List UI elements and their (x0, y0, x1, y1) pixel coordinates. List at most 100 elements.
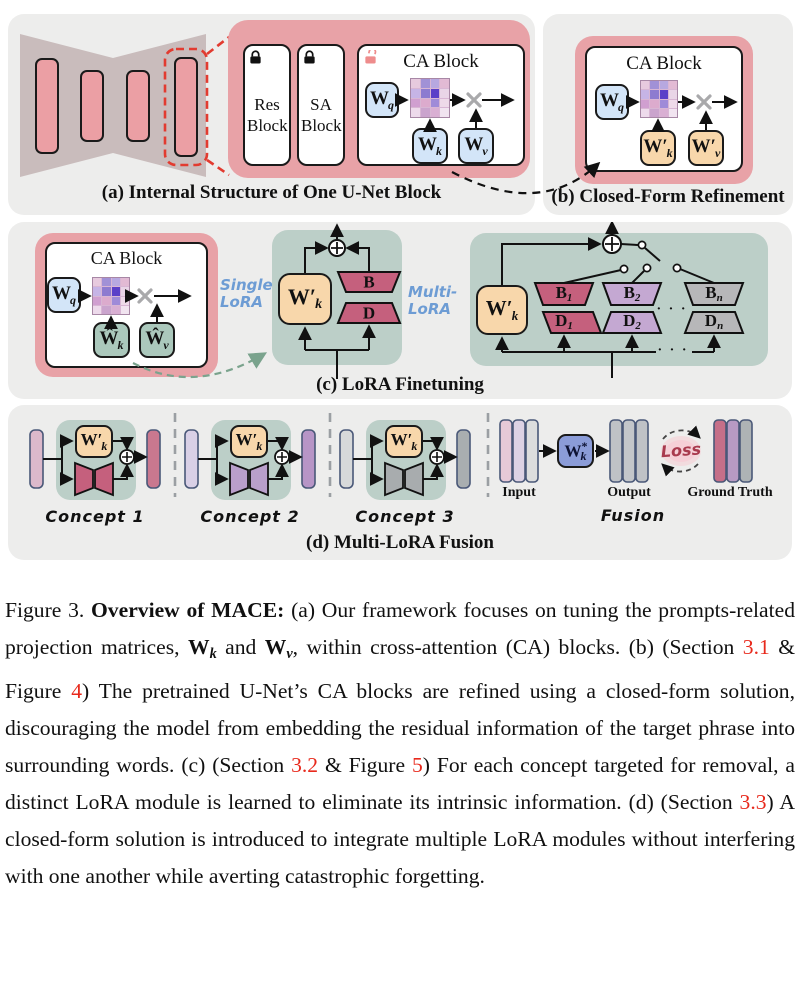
attention-cell (641, 81, 650, 90)
attention-cell (93, 305, 102, 314)
concept-3-label: Concept 3 (355, 507, 455, 526)
attention-cell (650, 108, 659, 117)
fusion-input-bars (499, 419, 539, 483)
bn-label: Bn (705, 282, 723, 305)
figure-caption: Figure 3. Overview of MACE: (a) Our fram… (0, 592, 800, 895)
wk-prime-label: W′k (485, 296, 519, 323)
attention-cell (430, 79, 440, 88)
wk-hat-label: Ŵk (99, 328, 124, 352)
attention-cell (668, 81, 677, 90)
sum-node (602, 234, 622, 254)
attention-cell (111, 278, 120, 287)
citation-link[interactable]: 3.2 (291, 752, 319, 777)
wq-label: Wq (600, 90, 624, 114)
wk-star-box: W*k (557, 434, 594, 468)
caption-segment: , within cross-attention (CA) blocks. (b… (292, 635, 743, 659)
concept-1-label: Concept 1 (45, 507, 145, 526)
b2-label: B2 (623, 282, 641, 305)
attention-cell (668, 90, 677, 99)
attention-cell (641, 99, 650, 108)
attention-cell (120, 287, 129, 296)
wk-label: Wk (418, 134, 442, 158)
citation-link[interactable]: 5 (411, 752, 423, 777)
attention-cell (93, 296, 102, 305)
dn-label: Dn (704, 310, 724, 333)
caption-segment: ) For each concept targeted for removal,… (5, 752, 795, 814)
attention-cell (440, 108, 449, 117)
panel-a-caption: (a) Internal Structure of One U-Net Bloc… (101, 182, 442, 203)
attention-cell (440, 98, 449, 108)
wv-prime-label: W′v (691, 136, 721, 160)
attention-cell (93, 278, 102, 287)
switch-contacts (619, 240, 682, 274)
attention-cell (440, 79, 449, 88)
panel-a: Res Block SA Block CA Block Wq Wk Wv (8, 14, 535, 215)
attention-cell (650, 99, 659, 108)
wk-prime-label: W′k (643, 136, 673, 160)
wv-prime-box: W′v (688, 130, 724, 166)
wk-prime-multi-box: W′k (476, 285, 528, 335)
res-block-label: Res Block (247, 95, 288, 136)
attention-cell (650, 81, 659, 90)
attention-cell (93, 287, 102, 296)
wk-prime-box: W′k (640, 130, 676, 166)
concept-wiring (43, 441, 610, 486)
attention-cell (102, 287, 111, 296)
b1-label: B1 (555, 282, 573, 305)
multi-lora-label: Multi-LoRA (408, 283, 458, 319)
output-label: Output (607, 485, 651, 500)
attention-cell (411, 88, 420, 98)
wk-prime-label: W′k (287, 283, 323, 313)
wk-box: Wk (412, 128, 448, 164)
caption-segment: & Figure (318, 752, 412, 777)
attention-cell (120, 296, 129, 305)
attention-cell (668, 99, 677, 108)
wq-box: Wq (595, 84, 629, 120)
attention-cell (420, 88, 430, 98)
attention-cell (420, 108, 430, 117)
ground-truth-bars (713, 419, 753, 483)
ellipsis: · · · (656, 302, 688, 317)
wk-hat-box: Ŵk (93, 322, 130, 358)
caption-segment: Figure 3. (5, 598, 92, 622)
caption-segment: ) A closed-form solution is introduced t… (5, 789, 795, 888)
d-matrix-label: D (362, 303, 376, 323)
wk-prime-label: W′k (80, 430, 108, 453)
fusion-output-bars (609, 419, 649, 483)
wq-box: Wq (365, 82, 399, 118)
b-matrix-label: B (363, 272, 375, 292)
attention-cell (102, 305, 111, 314)
wk-prime-label: W′k (235, 430, 263, 453)
attention-cell (420, 79, 430, 88)
input-label: Input (502, 485, 536, 500)
caption-segment: (a) Our framework focuses on tuning the … (5, 598, 795, 659)
attention-cell (659, 108, 668, 117)
caption-segment: ) The pretrained U-Net’s CA blocks are r… (5, 678, 796, 777)
wk-prime-label: W′k (390, 430, 418, 453)
wv-hat-label: Ŵv (145, 328, 169, 352)
sum-node (328, 239, 346, 257)
attention-cell (111, 305, 120, 314)
lock-closed-icon (249, 50, 262, 65)
citation-link[interactable]: 3.1 (742, 635, 770, 659)
citation-link[interactable]: 3.3 (739, 789, 767, 814)
attention-cell (659, 81, 668, 90)
attention-cell (111, 296, 120, 305)
loss-label: Loss (660, 439, 702, 462)
wq-label: Wq (370, 88, 394, 112)
attention-cell (440, 88, 449, 98)
unet-shape (20, 34, 206, 177)
wv-box: Wv (458, 128, 494, 164)
panel-d: W′k W′k W′k W*k (8, 405, 792, 560)
wq-label: Wq (52, 283, 76, 307)
attention-cell (430, 98, 440, 108)
ca-block-title: CA Block (403, 51, 479, 72)
attention-cell (430, 88, 440, 98)
d2-label: D2 (623, 310, 641, 333)
attention-cell (659, 99, 668, 108)
concept-2-label: Concept 2 (200, 507, 300, 526)
panel-d-caption: (d) Multi-LoRA Fusion (306, 532, 494, 553)
citation-link[interactable]: 4 (71, 678, 83, 703)
